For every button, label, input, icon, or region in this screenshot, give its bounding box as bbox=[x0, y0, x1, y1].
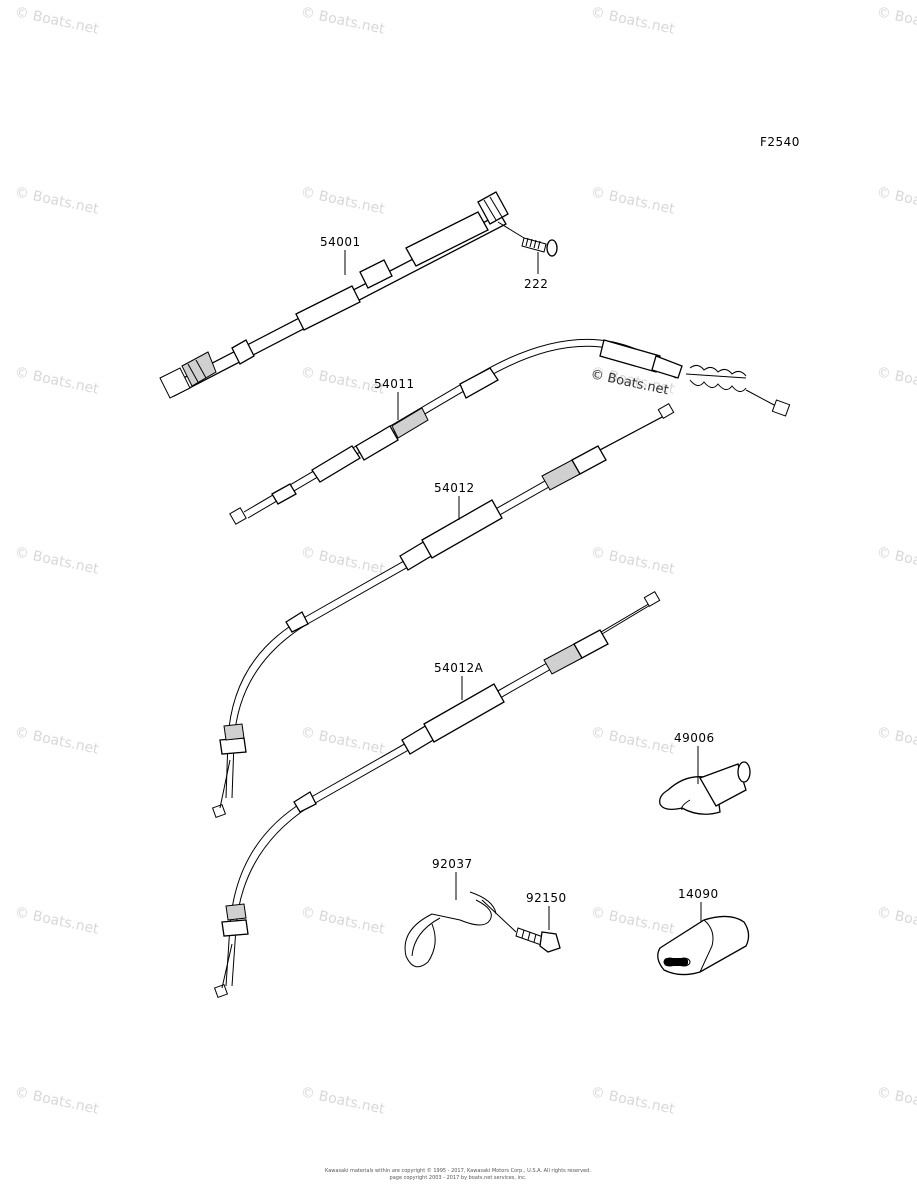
watermark-text: © Boats.net bbox=[589, 4, 676, 38]
footer-page-copyright: page copyright 2003 - 2017 by boats.net … bbox=[390, 1175, 527, 1181]
part-speedometer-cable[interactable] bbox=[159, 191, 509, 399]
part-label-92037[interactable]: 92037 bbox=[432, 857, 473, 871]
watermark-text: © Boats.net bbox=[299, 1084, 386, 1118]
part-cap[interactable] bbox=[657, 915, 750, 976]
part-label-54011[interactable]: 54011 bbox=[374, 377, 415, 391]
part-screw[interactable] bbox=[497, 221, 558, 257]
watermark-text: © Boats.net bbox=[13, 904, 100, 938]
watermark-text: © Boats.net bbox=[875, 184, 917, 218]
footer-copyright: Kawasaki materials within are copyright … bbox=[325, 1167, 591, 1174]
diagram-code: F2540 bbox=[760, 135, 800, 149]
watermark-text: © Boats.net bbox=[589, 724, 676, 758]
watermark-text: © Boats.net bbox=[875, 724, 917, 758]
watermark-text: © Boats.net bbox=[875, 544, 917, 578]
part-label-222[interactable]: 222 bbox=[524, 277, 548, 291]
watermark-text: © Boats.net bbox=[299, 4, 386, 38]
watermark-text: © Boats.net bbox=[13, 364, 100, 398]
part-label-54001[interactable]: 54001 bbox=[320, 235, 361, 249]
watermark-text: © Boats.net bbox=[299, 904, 386, 938]
watermark-text: © Boats.net bbox=[13, 4, 100, 38]
watermark-text: © Boats.net bbox=[589, 184, 676, 218]
part-label-14090[interactable]: 14090 bbox=[678, 887, 719, 901]
part-clamp[interactable] bbox=[404, 891, 517, 968]
watermark-text: © Boats.net bbox=[589, 544, 676, 578]
part-clutch-cable[interactable] bbox=[229, 338, 791, 525]
watermark-layer: © Boats.net © Boats.net © Boats.net © Boats… bbox=[13, 4, 917, 1118]
watermark-text: © Boats.net bbox=[299, 724, 386, 758]
part-throttle-cable-a[interactable] bbox=[213, 590, 661, 999]
watermark-text: © Boats.net bbox=[875, 904, 917, 938]
part-guide[interactable] bbox=[659, 761, 751, 815]
part-throttle-cable[interactable] bbox=[211, 402, 675, 819]
watermark-text: © Boats.net bbox=[299, 184, 386, 218]
watermark-text: © Boats.net bbox=[13, 544, 100, 578]
watermark-text: © Boats.net bbox=[589, 904, 676, 938]
part-label-54012A[interactable]: 54012A bbox=[434, 661, 484, 675]
part-label-49006[interactable]: 49006 bbox=[674, 731, 715, 745]
watermark-text: © Boats.net bbox=[299, 544, 386, 578]
part-bolt[interactable] bbox=[515, 927, 561, 953]
watermark-text: © Boats.net bbox=[589, 1084, 676, 1118]
part-label-92150[interactable]: 92150 bbox=[526, 891, 567, 905]
watermark-text: © Boats.net bbox=[875, 364, 917, 398]
watermark-text: © Boats.net bbox=[875, 4, 917, 38]
watermark-text: © Boats.net bbox=[13, 1084, 100, 1118]
watermark-text: © Boats.net bbox=[875, 1084, 917, 1118]
part-label-54012[interactable]: 54012 bbox=[434, 481, 475, 495]
watermark-text: © Boats.net bbox=[13, 184, 100, 218]
watermark-text: © Boats.net bbox=[13, 724, 100, 758]
